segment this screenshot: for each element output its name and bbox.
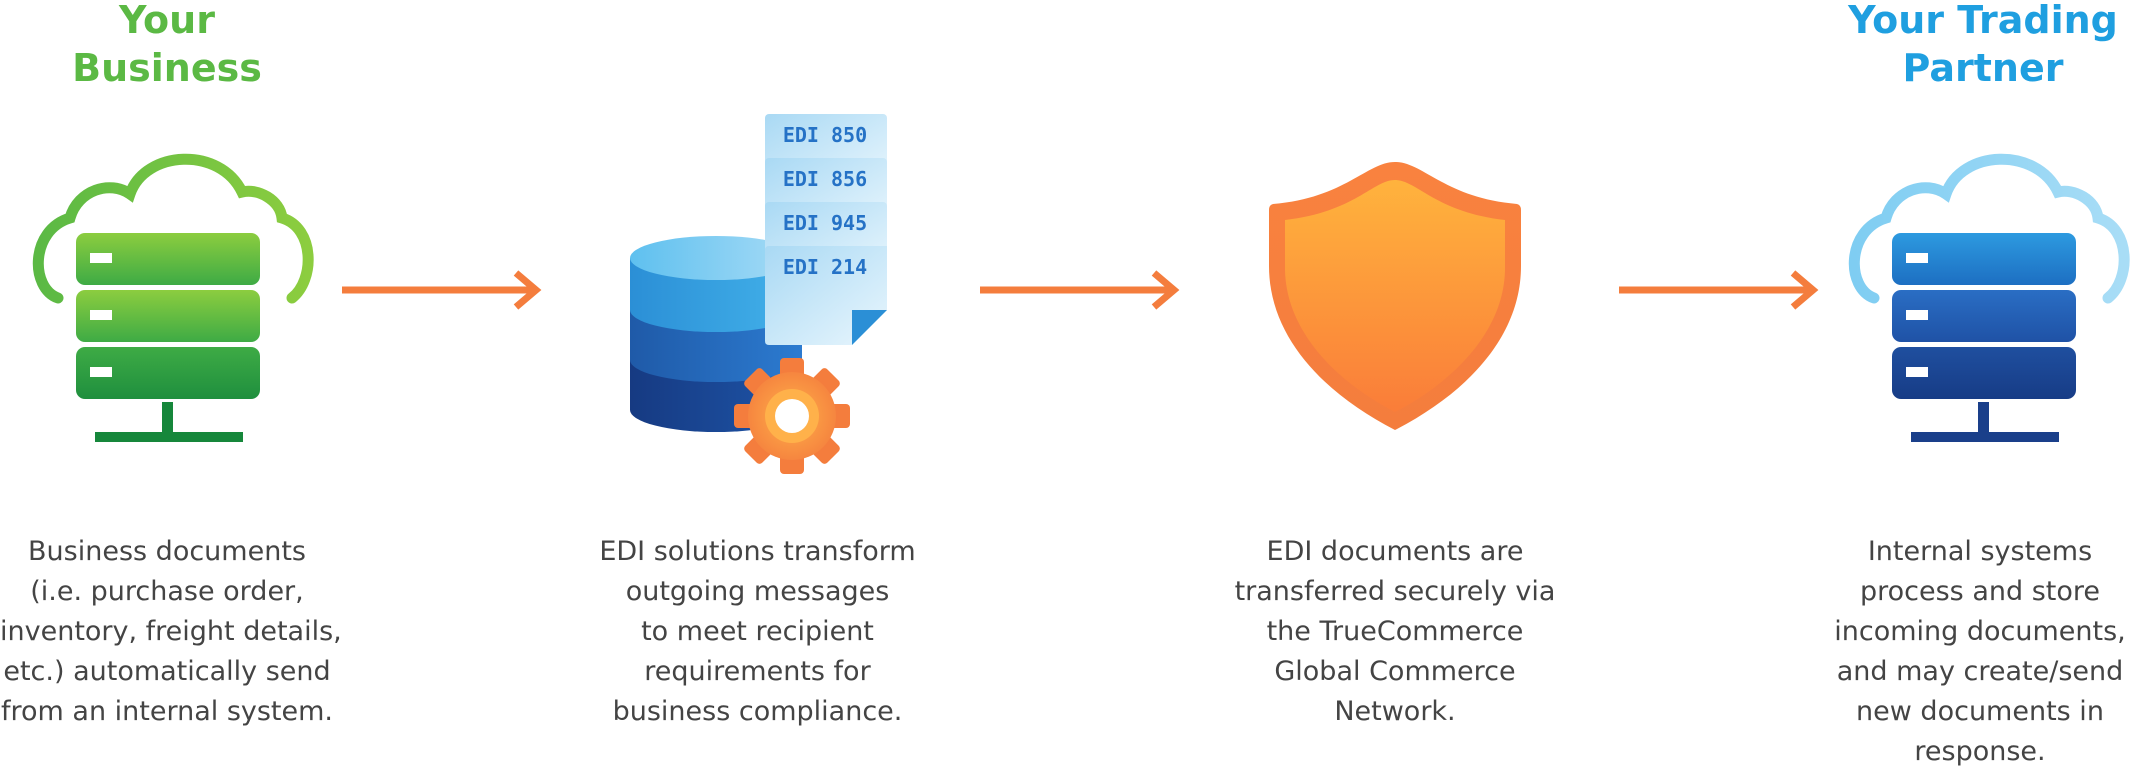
partner-description: Internal systems process and store incom…: [1825, 532, 2131, 772]
arrow-right-icon: [980, 270, 1180, 310]
database-gear-icon: EDI 850 EDI 856 EDI 945 EDI 214: [630, 114, 887, 474]
description-line: new documents in: [1856, 696, 2104, 727]
description-line: and may create/send: [1836, 656, 2124, 687]
description-line: outgoing messages: [625, 576, 890, 607]
description-line: to meet recipient: [641, 616, 874, 647]
description-line: response.: [1914, 736, 2046, 767]
shield-icon: [1269, 162, 1521, 430]
edi-solutions-description: EDI solutions transform outgoing message…: [585, 532, 930, 732]
business-heading: Your Business: [40, 0, 294, 92]
description-line: transferred securely via: [1234, 576, 1556, 607]
edi-doc-label: EDI 856: [783, 167, 867, 191]
description-line: process and store: [1859, 576, 2100, 607]
description-line: Business documents: [28, 536, 306, 567]
business-cloud-server-icon: [32, 153, 314, 442]
description-line: requirements for: [644, 656, 871, 687]
partner-heading-line: Your Trading: [1848, 0, 2118, 42]
description-line: Global Commerce: [1274, 656, 1516, 687]
network-description: EDI documents are transferred securely v…: [1225, 532, 1565, 732]
business-heading-line: Business: [72, 46, 262, 90]
partner-heading: Your Trading Partner: [1820, 0, 2131, 92]
description-line: business compliance.: [612, 696, 903, 727]
description-line: Internal systems: [1867, 536, 2093, 567]
partner-cloud-server-icon: [1848, 153, 2130, 442]
partner-heading-line: Partner: [1902, 46, 2064, 90]
business-description: Business documents (i.e. purchase order,…: [0, 532, 342, 732]
description-line: inventory, freight details,: [0, 616, 342, 647]
description-line: Network.: [1334, 696, 1456, 727]
description-line: incoming documents,: [1834, 616, 2126, 647]
arrow-right-icon: [1619, 270, 1819, 310]
description-line: (i.e. purchase order,: [30, 576, 304, 607]
description-line: the TrueCommerce: [1266, 616, 1524, 647]
description-line: from an internal system.: [0, 696, 334, 727]
description-line: EDI solutions transform: [599, 536, 916, 567]
business-heading-line: Your: [119, 0, 215, 42]
arrow-right-icon: [342, 270, 542, 310]
description-line: etc.) automatically send: [3, 656, 331, 687]
edi-doc-label: EDI 850: [783, 123, 867, 147]
edi-doc-label: EDI 945: [783, 211, 867, 235]
description-line: EDI documents are: [1266, 536, 1524, 567]
edi-doc-label: EDI 214: [783, 255, 867, 279]
